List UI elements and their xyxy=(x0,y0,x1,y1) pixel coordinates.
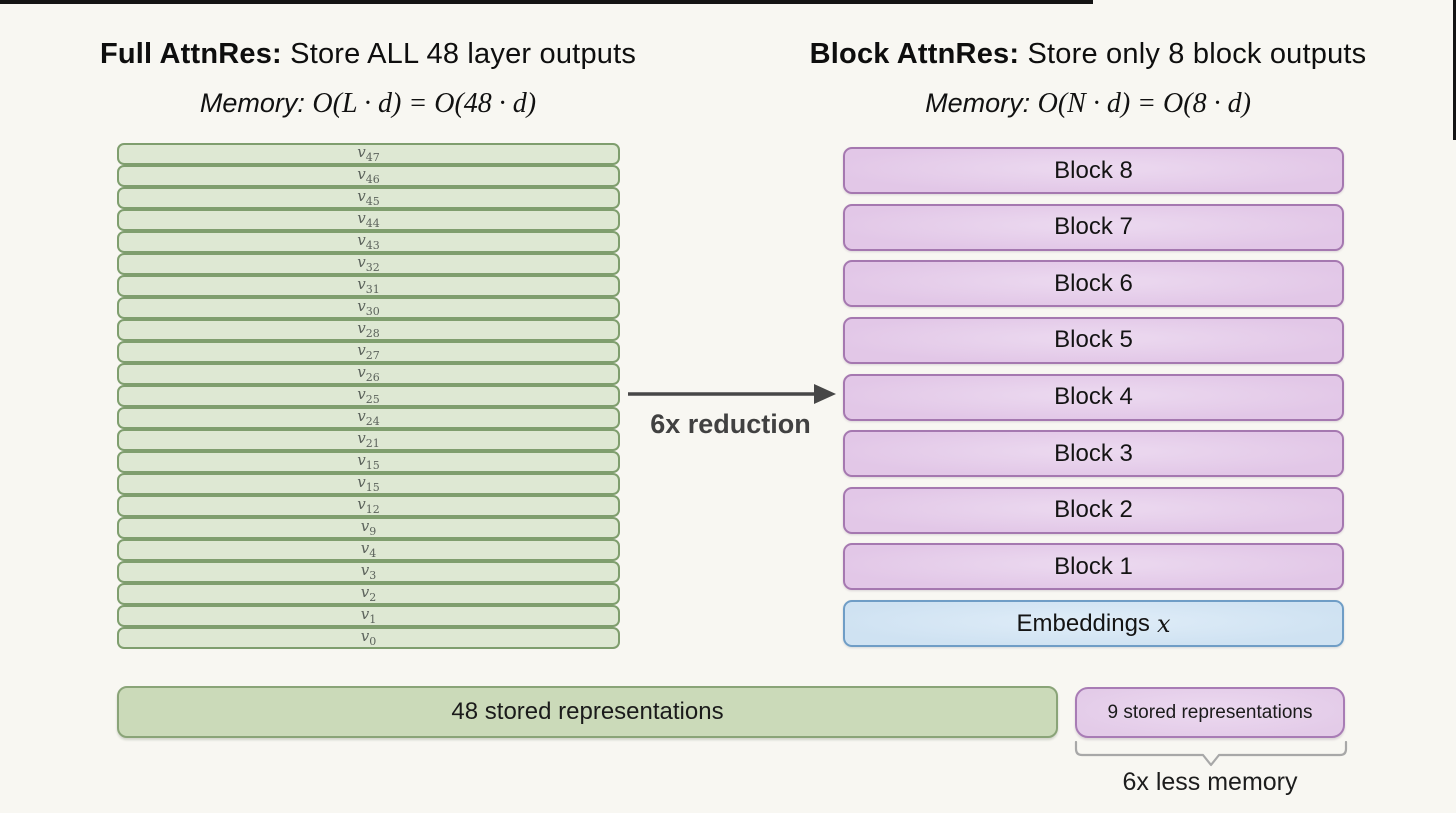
layer-row-label: v47 xyxy=(357,143,380,164)
left-memory-formula: O(L · d) = O(48 · d) xyxy=(312,88,537,119)
layer-row-v30-7: v30 xyxy=(117,297,620,319)
layer-row-label: v32 xyxy=(357,253,380,274)
layer-row-label: v25 xyxy=(357,385,380,406)
layer-row-label: v2 xyxy=(360,583,377,604)
reduction-arrow-label: 6x reduction xyxy=(650,409,811,439)
right-memory-prefix: Memory: xyxy=(925,88,1038,118)
layer-row-v31-6: v31 xyxy=(117,275,620,297)
layer-row-label: v31 xyxy=(357,275,380,296)
layer-row-v24-12: v24 xyxy=(117,407,620,429)
layer-row-v0-22: v0 xyxy=(117,627,620,649)
block-block-6: Block 6 xyxy=(843,260,1344,308)
block-block-4: Block 4 xyxy=(843,373,1344,421)
embeddings-block: Embeddings x xyxy=(843,600,1344,647)
layer-row-v44-3: v44 xyxy=(117,209,620,231)
block-label: Block 6 xyxy=(1054,269,1133,297)
layer-row-label: v30 xyxy=(357,297,380,318)
layer-row-label: v46 xyxy=(357,165,380,186)
block-block-5: Block 5 xyxy=(843,316,1344,364)
purple-summary-label: 9 stored representations xyxy=(1107,701,1313,723)
right-panel-title: Block AttnRes: Store only 8 block output… xyxy=(768,38,1408,71)
layer-row-label: v15 xyxy=(357,451,380,472)
layer-row-v25-11: v25 xyxy=(117,385,620,407)
right-title-rest: Store only 8 block outputs xyxy=(1019,38,1367,70)
green-summary-bar: 48 stored representations xyxy=(117,686,1058,738)
top-edge-artifact xyxy=(0,0,1093,4)
layer-row-v15-15: v15 xyxy=(117,473,620,495)
layer-row-label: v15 xyxy=(357,473,380,494)
layer-row-v45-2: v45 xyxy=(117,187,620,209)
layer-row-label: v21 xyxy=(357,429,380,450)
block-label: Block 2 xyxy=(1054,496,1133,524)
block-block-8: Block 8 xyxy=(843,147,1344,194)
layer-row-label: v43 xyxy=(357,231,380,252)
left-panel-title: Full AttnRes: Store ALL 48 layer outputs xyxy=(48,38,688,71)
block-label: Block 4 xyxy=(1054,383,1133,410)
layer-row-label: v4 xyxy=(360,539,377,560)
block-label: Block 8 xyxy=(1054,156,1133,184)
layer-row-v15-14: v15 xyxy=(117,451,620,473)
layer-row-v27-9: v27 xyxy=(117,341,620,363)
block-label: Block 1 xyxy=(1054,552,1133,580)
block-label: Block 5 xyxy=(1054,326,1133,354)
layer-row-label: v0 xyxy=(360,627,377,648)
layer-row-label: v28 xyxy=(357,319,380,340)
embeddings-variable: x xyxy=(1156,609,1171,638)
layer-row-label: v26 xyxy=(357,363,380,384)
layer-row-label: v12 xyxy=(357,495,380,516)
left-memory-prefix: Memory: xyxy=(199,88,313,118)
block-block-7: Block 7 xyxy=(843,203,1344,251)
underbrace-bracket-icon xyxy=(1074,741,1348,767)
layer-row-v1-21: v1 xyxy=(117,605,620,627)
block-block-3: Block 3 xyxy=(843,430,1344,478)
layer-row-label: v9 xyxy=(360,517,377,538)
purple-summary-pill: 9 stored representations xyxy=(1075,687,1345,738)
layer-row-label: v1 xyxy=(360,605,377,626)
layer-row-label: v45 xyxy=(357,187,380,208)
layer-row-v43-4: v43 xyxy=(117,231,620,253)
layer-row-v3-19: v3 xyxy=(117,561,620,583)
left-title-rest: Store ALL 48 layer outputs xyxy=(281,38,637,70)
layer-row-v28-8: v28 xyxy=(117,319,620,341)
layer-row-label: v3 xyxy=(360,561,377,582)
right-edge-artifact xyxy=(1453,0,1456,140)
layer-row-label: v24 xyxy=(357,407,380,428)
left-title-bold: Full AttnRes: xyxy=(99,38,282,70)
layer-row-v2-20: v2 xyxy=(117,583,620,605)
block-label: Block 7 xyxy=(1054,213,1133,241)
left-memory-line: Memory: O(L · d) = O(48 · d) xyxy=(48,88,688,120)
layer-row-label: v44 xyxy=(357,209,380,230)
right-memory-line: Memory: O(N · d) = O(8 · d) xyxy=(768,88,1408,120)
right-title-bold: Block AttnRes: xyxy=(809,38,1020,70)
layer-row-v26-10: v26 xyxy=(117,363,620,385)
embeddings-label: Embeddings xyxy=(1016,609,1150,637)
right-memory-formula: O(N · d) = O(8 · d) xyxy=(1037,88,1251,119)
block-stack: Block 8 Block 7 Block 6 Block 5 Block 4 Block… xyxy=(843,147,1344,647)
block-label: Block 3 xyxy=(1054,439,1133,467)
layer-row-v21-13: v21 xyxy=(117,429,620,451)
layer-row-v9-17: v9 xyxy=(117,517,620,539)
layer-row-v12-16: v12 xyxy=(117,495,620,517)
layer-row-v32-5: v32 xyxy=(117,253,620,275)
green-summary-label: 48 stored representations xyxy=(451,698,724,725)
reduction-arrow-icon xyxy=(628,384,836,404)
layer-row-v46-1: v46 xyxy=(117,165,620,187)
memory-savings-label: 6x less memory xyxy=(1122,768,1298,796)
block-block-1: Block 1 xyxy=(843,543,1344,591)
block-block-2: Block 2 xyxy=(843,486,1344,534)
layer-row-label: v27 xyxy=(357,341,380,362)
layer-row-v4-18: v4 xyxy=(117,539,620,561)
layer-row-v47-0: v47 xyxy=(117,143,620,165)
